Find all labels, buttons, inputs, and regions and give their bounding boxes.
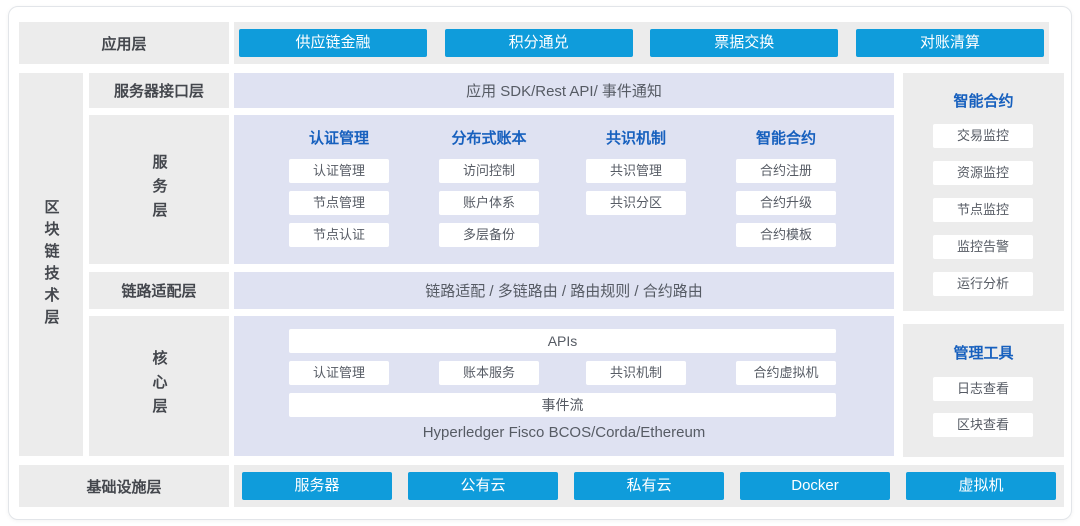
interface-layer-band: 应用 SDK/Rest API/ 事件通知 — [234, 73, 894, 108]
core-event-stream-bar: 事件流 — [289, 393, 836, 417]
infrastructure-layer-label-box: 基础设施层 — [19, 465, 229, 507]
core-module-contract-vm: 合约虚拟机 — [736, 361, 836, 385]
app-layer-strip: 供应链金融 积分通兑 票据交换 对账清算 — [234, 22, 1049, 64]
infra-block-docker: Docker — [740, 472, 890, 500]
service-item-consensus-partition: 共识分区 — [586, 191, 686, 215]
core-module-auth-mgmt: 认证管理 — [289, 361, 389, 385]
core-apis-bar: APIs — [289, 329, 836, 353]
sidebar-smart-contract-header: 智能合约 — [953, 93, 1014, 110]
core-platforms-text: Hyperledger Fisco BCOS/Corda/Ethereum — [422, 424, 706, 441]
service-item-contract-upgrade: 合约升级 — [736, 191, 836, 215]
service-col-auth-header: 认证管理 — [308, 130, 369, 147]
infra-block-public-cloud: 公有云 — [408, 472, 558, 500]
service-item-account-system: 账户体系 — [439, 191, 539, 215]
app-layer-label-text: 应用层 — [101, 35, 147, 53]
interface-layer-content: 应用 SDK/Rest API/ 事件通知 — [466, 83, 662, 100]
service-item-auth-mgmt: 认证管理 — [289, 159, 389, 183]
service-layer-label: 服务层 — [150, 153, 168, 226]
service-col-ledger-header: 分布式账本 — [451, 130, 527, 147]
core-layer-label: 核心层 — [150, 350, 168, 422]
service-layer-label-box: 服务层 — [89, 115, 229, 264]
sidebar-item-monitor-alert: 监控告警 — [933, 235, 1033, 259]
core-module-consensus: 共识机制 — [586, 361, 686, 385]
core-layer-label-box: 核心层 — [89, 316, 229, 456]
app-block-supply-chain-finance: 供应链金融 — [239, 29, 427, 57]
infra-block-server: 服务器 — [242, 472, 392, 500]
core-module-ledger-service: 账本服务 — [439, 361, 539, 385]
core-layer-box: APIs 认证管理 账本服务 共识机制 合约虚拟机 事件流 Hyperledge… — [234, 316, 894, 456]
link-layer-label-box: 链路适配层 — [89, 272, 229, 309]
sidebar-management-tools-header: 管理工具 — [953, 345, 1014, 362]
sidebar-item-transaction-monitor: 交易监控 — [933, 124, 1033, 148]
infra-block-private-cloud: 私有云 — [574, 472, 724, 500]
interface-layer-label-box: 服务器接口层 — [89, 73, 229, 108]
service-layer-box: 认证管理 认证管理 节点管理 节点认证 分布式账本 访问控制 账户体系 多层备份… — [234, 115, 894, 264]
app-block-points-exchange: 积分通兑 — [444, 29, 633, 57]
service-item-node-auth: 节点认证 — [289, 223, 389, 247]
service-item-contract-register: 合约注册 — [736, 159, 836, 183]
sidebar-item-resource-monitor: 资源监控 — [933, 161, 1033, 185]
service-item-access-control: 访问控制 — [439, 159, 539, 183]
sidebar-item-block-view: 区块查看 — [933, 413, 1033, 437]
link-layer-band: 链路适配 / 多链路由 / 路由规则 / 合约路由 — [234, 272, 894, 309]
infra-block-virtual-machine: 虚拟机 — [906, 472, 1056, 500]
app-block-reconciliation-clearing: 对账清算 — [855, 29, 1044, 57]
sidebar-management-tools-panel: 管理工具 日志查看 区块查看 — [903, 324, 1064, 457]
sidebar-item-operation-analysis: 运行分析 — [933, 272, 1033, 296]
infrastructure-layer-label: 基础设施层 — [86, 478, 162, 496]
architecture-diagram-card: 应用层 供应链金融 积分通兑 票据交换 对账清算 区块链技术层 服务器接口层 服… — [8, 6, 1072, 520]
infrastructure-layer-strip: 服务器 公有云 私有云 Docker 虚拟机 — [234, 465, 1064, 507]
service-col-smart-contract-header: 智能合约 — [755, 130, 816, 147]
service-item-contract-template: 合约模板 — [736, 223, 836, 247]
service-col-consensus-header: 共识机制 — [605, 130, 666, 147]
interface-layer-label: 服务器接口层 — [113, 83, 204, 100]
service-item-multilayer-backup: 多层备份 — [439, 223, 539, 247]
link-layer-label: 链路适配层 — [121, 283, 197, 300]
blockchain-layer-label: 区块链技术层 — [42, 198, 60, 331]
blockchain-layer-strip: 区块链技术层 — [19, 73, 83, 456]
link-layer-content: 链路适配 / 多链路由 / 路由规则 / 合约路由 — [425, 283, 703, 300]
sidebar-item-node-monitor: 节点监控 — [933, 198, 1033, 222]
sidebar-item-log-view: 日志查看 — [933, 377, 1033, 401]
app-layer-label: 应用层 — [19, 22, 229, 64]
service-item-consensus-mgmt: 共识管理 — [586, 159, 686, 183]
app-block-bill-exchange: 票据交换 — [650, 29, 839, 57]
service-item-node-mgmt: 节点管理 — [289, 191, 389, 215]
sidebar-smart-contract-panel: 智能合约 交易监控 资源监控 节点监控 监控告警 运行分析 — [903, 73, 1064, 311]
